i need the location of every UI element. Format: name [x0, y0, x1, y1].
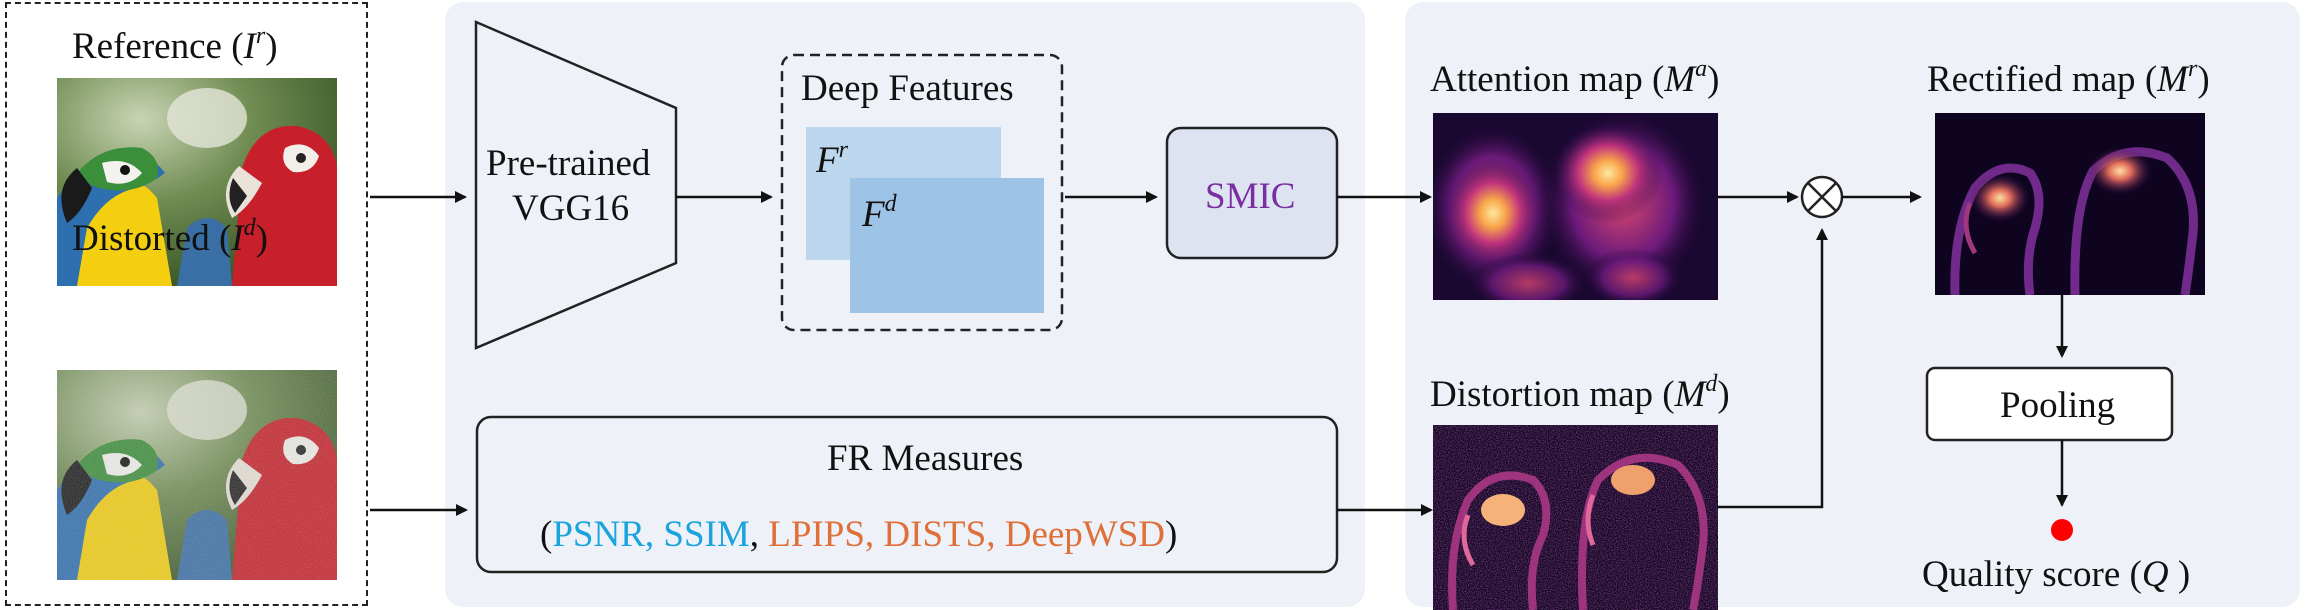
quality-score-label: Quality score (Q )	[1922, 554, 2191, 595]
fr-measures-box	[475, 415, 1339, 574]
fr-list-blue: PSNR, SSIM	[552, 514, 750, 555]
deep-features-title: Deep Features	[801, 68, 1014, 109]
deep-features-box	[780, 53, 1064, 332]
distorted-label: Distorted (Id)	[72, 215, 268, 259]
fr-list-orange: LPIPS, DISTS, DeepWSD	[768, 514, 1166, 555]
vgg16-label-line2: VGG16	[512, 188, 630, 229]
reference-image	[57, 78, 337, 286]
pooling-label: Pooling	[2000, 385, 2116, 426]
reference-label: Reference (Ir)	[72, 23, 278, 67]
attention-map-image	[1433, 113, 1718, 300]
input-frame	[5, 2, 368, 606]
distortion-map-image	[1433, 425, 1718, 610]
pooling-box	[1925, 366, 2174, 442]
feature-dist-symbol: Fd	[862, 191, 897, 235]
attention-map-label: Attention map (Ma)	[1430, 56, 1720, 100]
feature-ref-symbol: Fr	[816, 137, 848, 181]
feature-dist-card	[850, 178, 1044, 313]
fr-measures-list: (PSNR, SSIM, LPIPS, DISTS, DeepWSD)	[540, 514, 1178, 555]
vgg16-label-line1: Pre-trained	[486, 143, 651, 184]
vgg16-backbone-shape	[474, 20, 678, 350]
distortion-map-label: Distortion map (Md)	[1430, 371, 1730, 415]
fr-measures-title: FR Measures	[827, 438, 1024, 479]
smic-label: SMIC	[1205, 176, 1296, 217]
quality-score-dot	[2051, 519, 2073, 541]
smic-box	[1165, 126, 1339, 260]
distorted-image	[57, 370, 337, 580]
rectified-map-image	[1935, 113, 2205, 295]
rectified-map-label: Rectified map (Mr)	[1927, 56, 2210, 100]
arrow-distortion-to-multiply	[1718, 228, 1828, 509]
